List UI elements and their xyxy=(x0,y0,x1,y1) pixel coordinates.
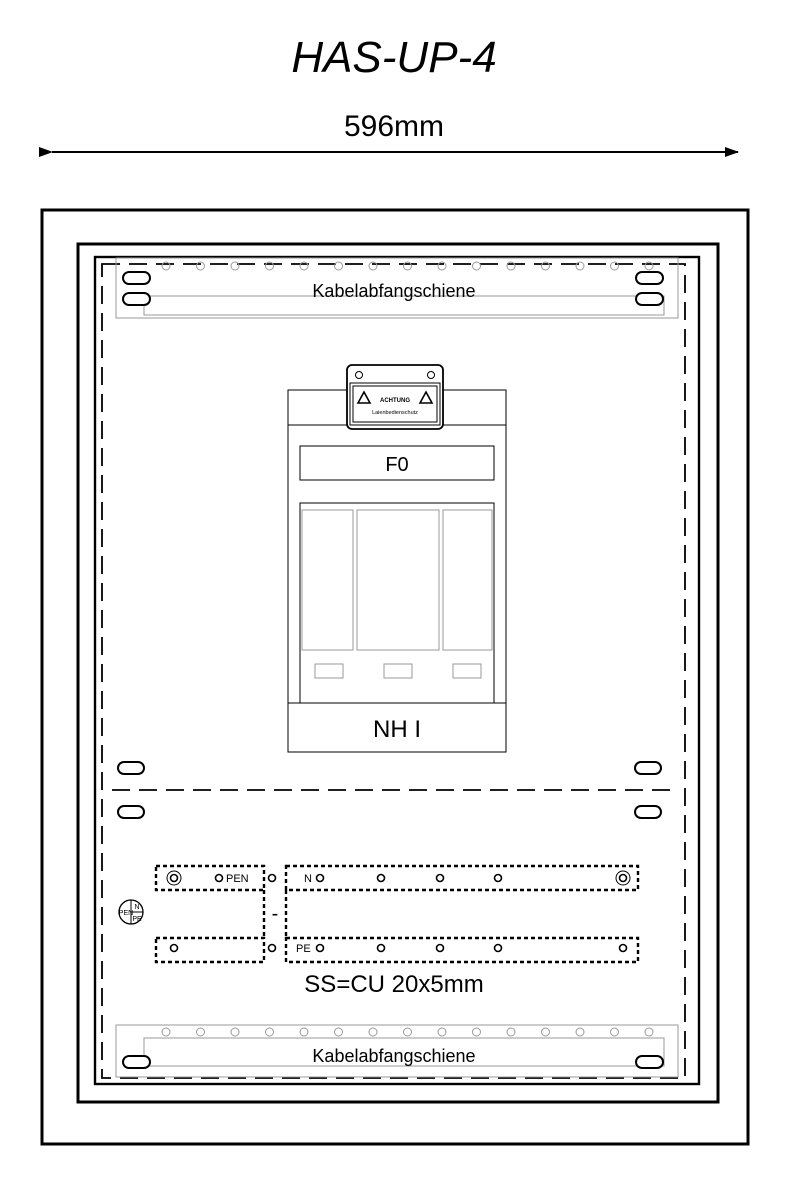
rail-hole xyxy=(334,261,343,271)
rail-hole xyxy=(403,261,412,271)
pen-label: PEN xyxy=(226,873,249,885)
warning-icon xyxy=(356,390,372,404)
mount-slot xyxy=(634,805,662,819)
pe-busbar xyxy=(284,936,640,964)
rail-hole xyxy=(644,261,654,271)
rail-hole xyxy=(265,261,274,271)
busbar-assembly: PEN N - PE PEN N PE SS=CU 20x5mm xyxy=(118,864,640,998)
mounting-plate xyxy=(93,255,701,1086)
rail-hole xyxy=(368,261,378,271)
rail-hole xyxy=(437,261,447,271)
inner-frame xyxy=(76,242,720,1104)
rail-hole xyxy=(541,1027,550,1037)
symbol-pen-text: PEN xyxy=(119,910,133,917)
busbar-minus: - xyxy=(272,903,279,925)
mount-slot xyxy=(122,271,151,285)
warning-title: ACHTUNG xyxy=(380,398,410,404)
rail-hole xyxy=(472,261,481,271)
pen-busbar xyxy=(154,864,266,892)
drawing-title: HAS-UP-4 xyxy=(291,33,496,82)
rail-hole xyxy=(230,261,240,271)
rail-hole xyxy=(403,1027,412,1037)
warning-plate: ACHTUNG Laienbedienschutz xyxy=(346,364,444,430)
rail-hole xyxy=(161,261,171,271)
rail-hole xyxy=(541,261,550,271)
mount-slot xyxy=(635,292,664,306)
rail-hole xyxy=(437,1027,447,1037)
dashed-plate-outline xyxy=(101,263,686,1079)
rail-hole xyxy=(196,1027,205,1037)
rail-hole xyxy=(506,1027,516,1037)
n-label: N xyxy=(304,873,312,885)
rail-hole xyxy=(575,261,585,271)
rail-hole xyxy=(230,1027,240,1037)
fuse-type: NH I xyxy=(373,716,421,743)
n-busbar xyxy=(284,864,640,892)
warning-subtitle: Laienbedienschutz xyxy=(372,410,418,416)
fuse-switch: ACHTUNG Laienbedienschutz F0 NH I xyxy=(287,364,507,753)
rail-hole xyxy=(472,1027,481,1037)
pe-left-busbar xyxy=(154,936,266,964)
fuse-label-box xyxy=(299,445,495,481)
mount-slot xyxy=(635,271,664,285)
fuse-label: F0 xyxy=(385,454,408,476)
pen-symbol: PEN N PE xyxy=(118,899,144,925)
rail-hole xyxy=(265,1027,274,1037)
busbar-caption: SS=CU 20x5mm xyxy=(304,971,483,998)
rail-hole xyxy=(368,1027,378,1037)
rail-top-label: Kabelabfangschiene xyxy=(312,281,475,301)
cable-rail-bottom: Kabelabfangschiene xyxy=(115,1024,679,1078)
outer-frame xyxy=(40,208,750,1146)
rail-hole xyxy=(506,261,516,271)
mount-slot xyxy=(122,1055,151,1069)
warning-icon xyxy=(418,390,434,404)
fuse-body xyxy=(287,389,507,753)
fuse-cover xyxy=(299,502,495,704)
rail-hole xyxy=(299,1027,309,1037)
rail-hole xyxy=(575,1027,585,1037)
mount-slot xyxy=(122,292,151,306)
rail-hole xyxy=(299,261,309,271)
rail-hole xyxy=(644,1027,654,1037)
mount-slot xyxy=(117,805,145,819)
mount-slot xyxy=(635,1055,664,1069)
pe-label: PE xyxy=(296,943,311,955)
cable-rail-top: Kabelabfangschiene xyxy=(115,257,679,319)
width-dimension: 596mm xyxy=(344,110,444,143)
mount-slot xyxy=(634,761,662,775)
rail-hole xyxy=(334,1027,343,1037)
mount-slot xyxy=(117,761,145,775)
rail-hole xyxy=(610,1027,619,1037)
symbol-n-text: N xyxy=(134,904,139,911)
rail-hole xyxy=(196,261,205,271)
symbol-pe-text: PE xyxy=(132,916,142,923)
rail-bottom-label: Kabelabfangschiene xyxy=(312,1046,475,1066)
rail-hole xyxy=(161,1027,171,1037)
rail-hole xyxy=(610,261,619,271)
